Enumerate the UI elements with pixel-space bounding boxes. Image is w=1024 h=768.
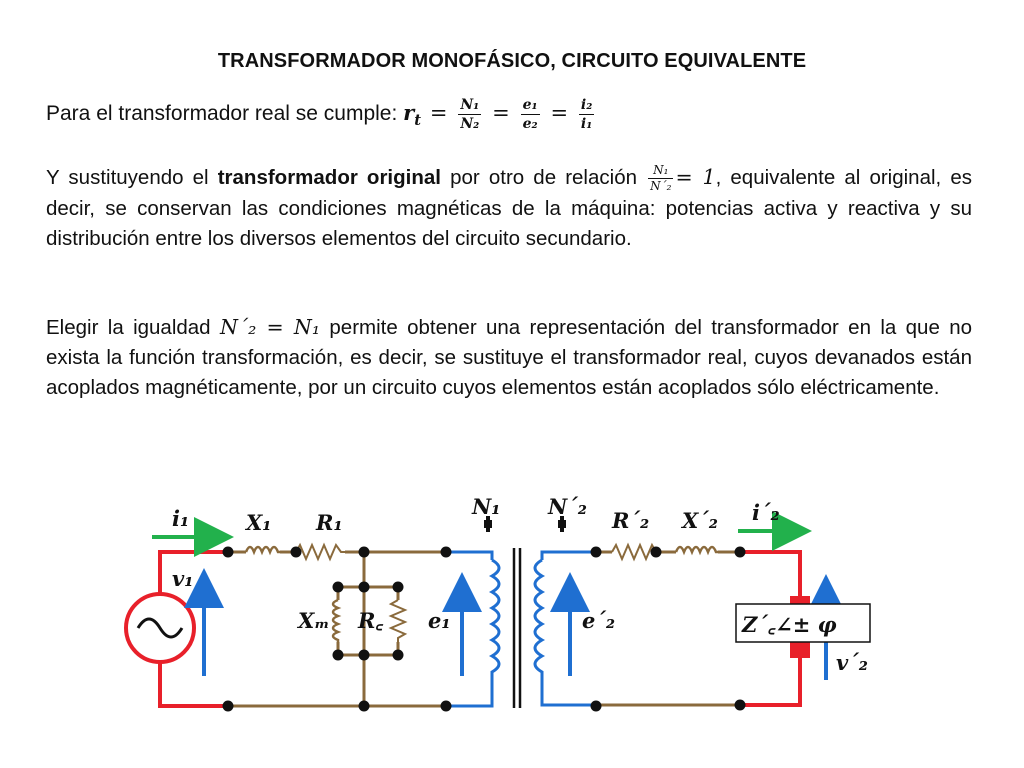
ac-source bbox=[124, 592, 196, 664]
label-v2prime: v´₂ bbox=[836, 650, 868, 675]
paragraph-equality: Elegir la igualdad N´₂ = N₁ permite obte… bbox=[46, 315, 972, 399]
label-load: Z´꜀∠± φ bbox=[741, 612, 837, 637]
primary-coil bbox=[488, 558, 501, 676]
label-n2prime: N´₂ bbox=[547, 494, 587, 519]
page-title: TRANSFORMADOR MONOFÁSICO, CIRCUITO EQUIV… bbox=[217, 50, 807, 72]
label-xm: Xₘ bbox=[296, 608, 330, 633]
red-wires bbox=[158, 550, 802, 708]
bold-original-transformer: transformador original bbox=[217, 166, 441, 189]
rc-resistor bbox=[388, 599, 408, 642]
label-e1: e₁ bbox=[428, 608, 451, 633]
label-rc: R꜀ bbox=[357, 608, 383, 633]
equality-math: N´₂ = N₁ bbox=[219, 315, 321, 339]
ratio-intro-text: Para el transformador real se cumple: bbox=[46, 102, 398, 126]
secondary-coil bbox=[533, 558, 546, 676]
coil-leads bbox=[446, 550, 596, 708]
label-i1: i₁ bbox=[172, 506, 189, 531]
label-x2prime: X´₂ bbox=[680, 508, 718, 533]
r1-resistor bbox=[295, 542, 346, 562]
label-i2prime: i´₂ bbox=[752, 500, 780, 525]
paragraph-substitution: Y sustituyendo el transformador original… bbox=[46, 163, 972, 251]
label-n1: N₁ bbox=[471, 494, 500, 519]
label-v1: v₁ bbox=[172, 566, 193, 591]
polarity-marks bbox=[484, 516, 566, 532]
label-r1: R₁ bbox=[315, 510, 343, 535]
label-x1: X₁ bbox=[244, 510, 272, 535]
x1-inductor bbox=[244, 545, 280, 556]
rt-symbol: rt bbox=[403, 100, 422, 130]
x2prime-inductor bbox=[674, 545, 718, 556]
r2prime-resistor bbox=[611, 542, 657, 562]
equals-one: = 1 bbox=[675, 165, 716, 189]
ratio-statement: Para el transformador real se cumple: rt… bbox=[46, 97, 595, 132]
label-e2prime: e´₂ bbox=[582, 608, 615, 633]
node-dots bbox=[222, 546, 746, 712]
load-label-box bbox=[735, 603, 871, 643]
label-r2prime: R´₂ bbox=[611, 508, 649, 533]
xm-inductor bbox=[331, 598, 342, 642]
